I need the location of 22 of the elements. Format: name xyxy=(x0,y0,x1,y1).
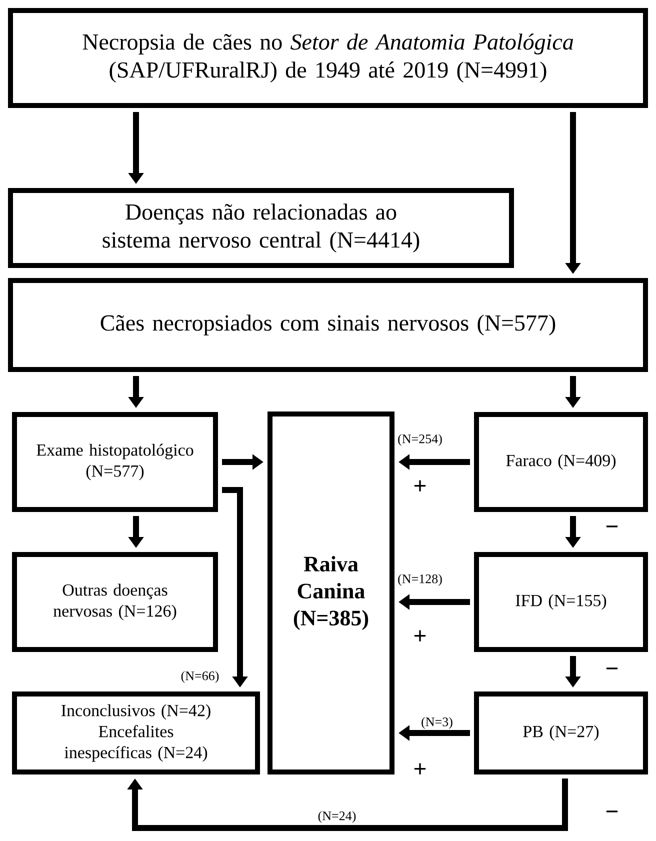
process-box: Inconclusivos (N=42) Encefalites inespecíficas (N=24) xyxy=(12,692,260,774)
edge-label: (N=3) xyxy=(420,716,454,730)
process-box: Faraco (N=409) xyxy=(474,412,648,512)
sign-label: − xyxy=(606,668,618,670)
edge-label: (N=254) xyxy=(396,433,444,447)
process-box: PB (N=27) xyxy=(474,692,648,774)
process-box: Outras doenças nervosas (N=126) xyxy=(12,552,218,652)
process-box: Doenças não relacionadas ao sistema nervoso central (N=4414) xyxy=(8,188,514,268)
sign-label: + xyxy=(414,480,426,492)
rabies-box: Raiva Canina (N=385) xyxy=(268,412,394,774)
process-box: Exame histopatológico (N=577) xyxy=(12,412,218,512)
edge-label: (N=66) xyxy=(180,670,220,684)
edge-label: (N=128) xyxy=(396,573,444,587)
process-box: Necropsia de cães no Setor de Anatomia Patológica (SAP/UFRuralRJ) de 1949 até 2019 (N=4991) xyxy=(8,8,648,108)
sign-label: − xyxy=(606,526,618,528)
process-box: Cães necropsiados com sinais nervosos (N=577) xyxy=(8,278,648,372)
sign-label: − xyxy=(606,810,618,812)
edge-label: (N=24) xyxy=(316,810,358,824)
sign-label: + xyxy=(414,763,426,774)
process-box: IFD (N=155) xyxy=(474,552,648,652)
sign-label: + xyxy=(414,630,426,642)
arrow xyxy=(127,778,568,831)
